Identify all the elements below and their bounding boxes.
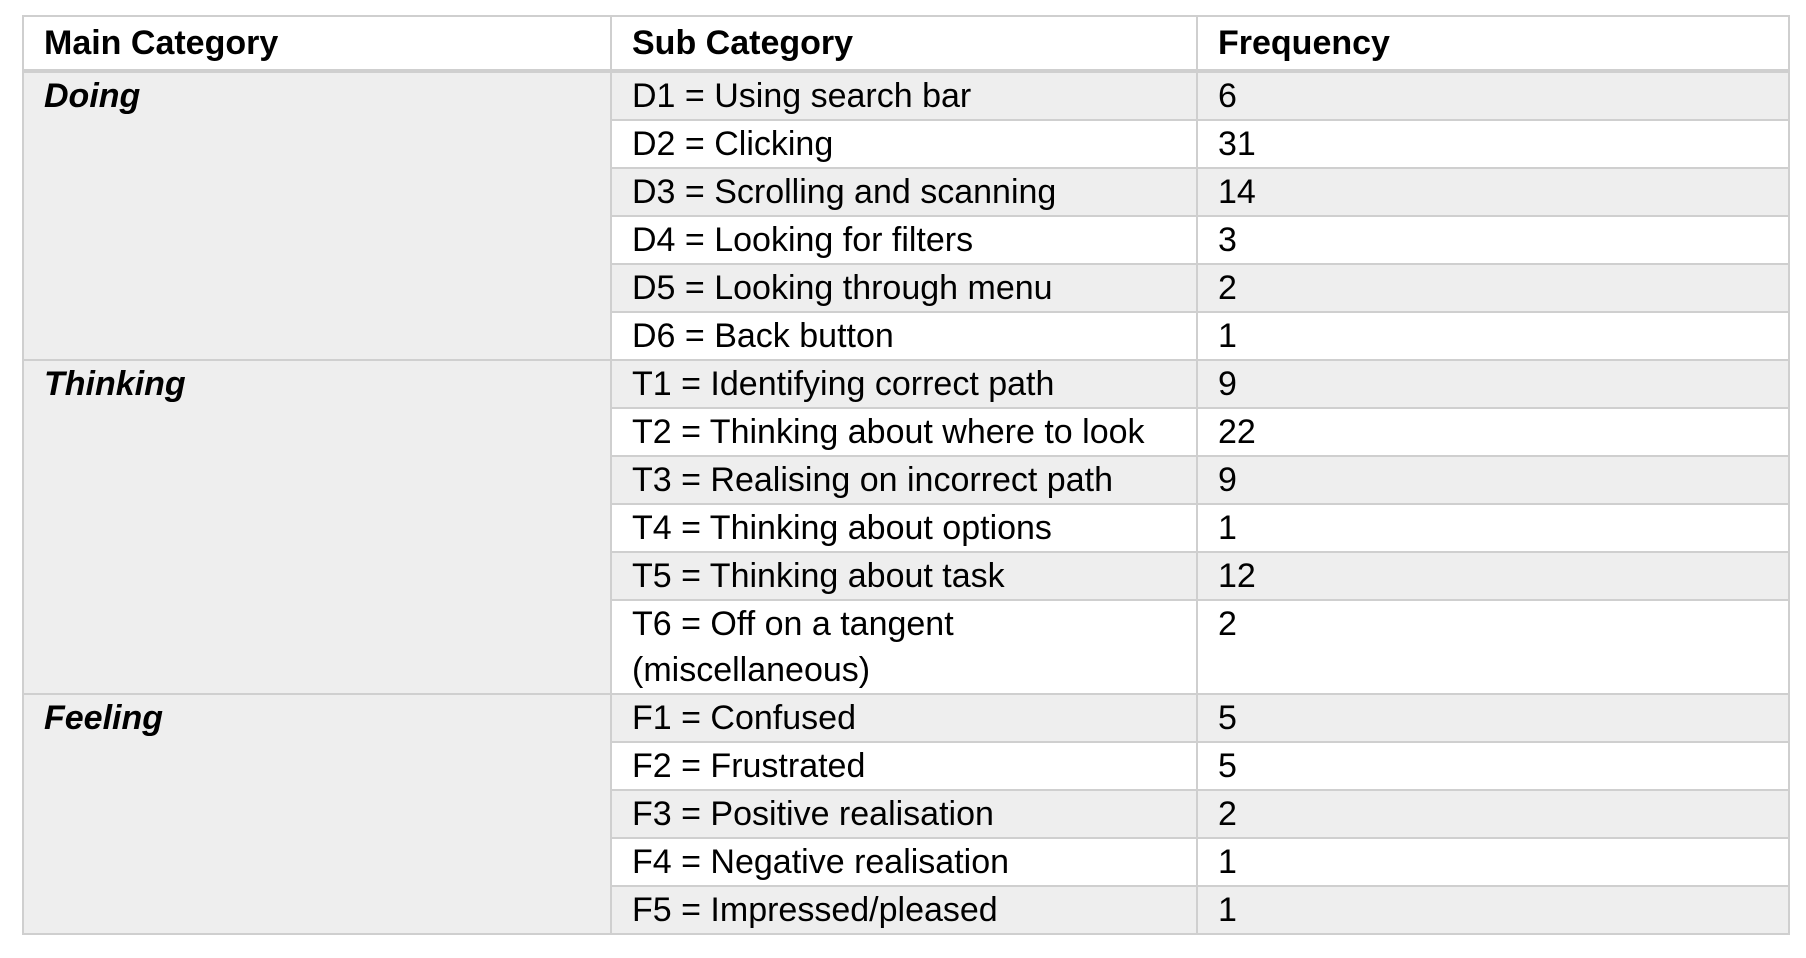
table-row: T4 = Thinking about options 1 — [23, 503, 1790, 553]
sub-category-cell: F2 = Frustrated — [610, 741, 1198, 791]
sub-category-cell: D3 = Scrolling and scanning — [610, 167, 1198, 217]
frequency-cell: 2 — [1196, 599, 1790, 695]
header-frequency: Frequency — [1196, 15, 1790, 73]
table-row: T5 = Thinking about task 12 — [23, 551, 1790, 601]
frequency-cell: 22 — [1196, 407, 1790, 457]
sub-category-cell: D5 = Looking through menu — [610, 263, 1198, 313]
frequency-cell: 9 — [1196, 455, 1790, 505]
frequency-cell: 3 — [1196, 215, 1790, 265]
sub-category-cell: D4 = Looking for filters — [610, 215, 1198, 265]
sub-category-cell: D6 = Back button — [610, 311, 1198, 361]
sub-category-cell: T3 = Realising on incorrect path — [610, 455, 1198, 505]
table-row: Feeling F1 = Confused 5 — [22, 693, 1790, 935]
sub-category-cell: F5 = Impressed/pleased — [610, 885, 1198, 935]
header-row: Main Category Sub Category Frequency — [22, 15, 1790, 73]
frequency-cell: 12 — [1196, 551, 1790, 601]
frequency-cell: 1 — [1196, 503, 1790, 553]
sub-category-cell: D1 = Using search bar — [610, 70, 1198, 121]
category-frequency-table: Main Category Sub Category Frequency Doi… — [22, 15, 1790, 935]
header-main-category: Main Category — [22, 15, 612, 73]
sub-category-cell: T4 = Thinking about options — [610, 503, 1198, 553]
table-row: F3 = Positive realisation 2 — [23, 789, 1790, 839]
sub-category-cell: T2 = Thinking about where to look — [610, 407, 1198, 457]
sub-category-cell: T5 = Thinking about task — [610, 551, 1198, 601]
sub-category-cell: F3 = Positive realisation — [610, 789, 1198, 839]
frequency-cell: 2 — [1196, 263, 1790, 313]
table-row: T6 = Off on a tangent (miscellaneous) 2 — [23, 599, 1790, 695]
sub-category-cell: F4 = Negative realisation — [610, 837, 1198, 887]
sub-category-cell: D2 = Clicking — [610, 119, 1198, 169]
frequency-cell: 5 — [1196, 741, 1790, 791]
table-row: D3 = Scrolling and scanning 14 — [23, 167, 1790, 217]
frequency-cell: 2 — [1196, 789, 1790, 839]
table-row: Thinking T1 = Identifying correct path 9 — [22, 359, 1790, 695]
main-category-cell: Feeling — [22, 693, 612, 935]
header-sub-category: Sub Category — [610, 15, 1198, 73]
sub-category-cell: F1 = Confused — [610, 693, 1198, 743]
table-row: D2 = Clicking 31 — [23, 119, 1790, 169]
table-row: F5 = Impressed/pleased 1 — [23, 885, 1790, 935]
main-category-cell: Doing — [22, 70, 612, 361]
table-row: T3 = Realising on incorrect path 9 — [23, 455, 1790, 505]
frequency-cell: 14 — [1196, 167, 1790, 217]
frequency-cell: 5 — [1196, 693, 1790, 743]
table-row: F4 = Negative realisation 1 — [23, 837, 1790, 887]
main-category-cell: Thinking — [22, 359, 612, 695]
table-row: Doing D1 = Using search bar 6 — [22, 70, 1790, 361]
table-row: D4 = Looking for filters 3 — [23, 215, 1790, 265]
sub-category-cell: T6 = Off on a tangent (miscellaneous) — [610, 599, 1198, 695]
table-row: D5 = Looking through menu 2 — [23, 263, 1790, 313]
frequency-cell: 1 — [1196, 885, 1790, 935]
table-row: D6 = Back button 1 — [23, 311, 1790, 361]
frequency-cell: 31 — [1196, 119, 1790, 169]
frequency-cell: 6 — [1196, 70, 1790, 121]
table-row: T2 = Thinking about where to look 22 — [23, 407, 1790, 457]
frequency-cell: 9 — [1196, 359, 1790, 409]
sub-category-cell: T1 = Identifying correct path — [610, 359, 1198, 409]
frequency-cell: 1 — [1196, 311, 1790, 361]
frequency-cell: 1 — [1196, 837, 1790, 887]
table-row: F2 = Frustrated 5 — [23, 741, 1790, 791]
